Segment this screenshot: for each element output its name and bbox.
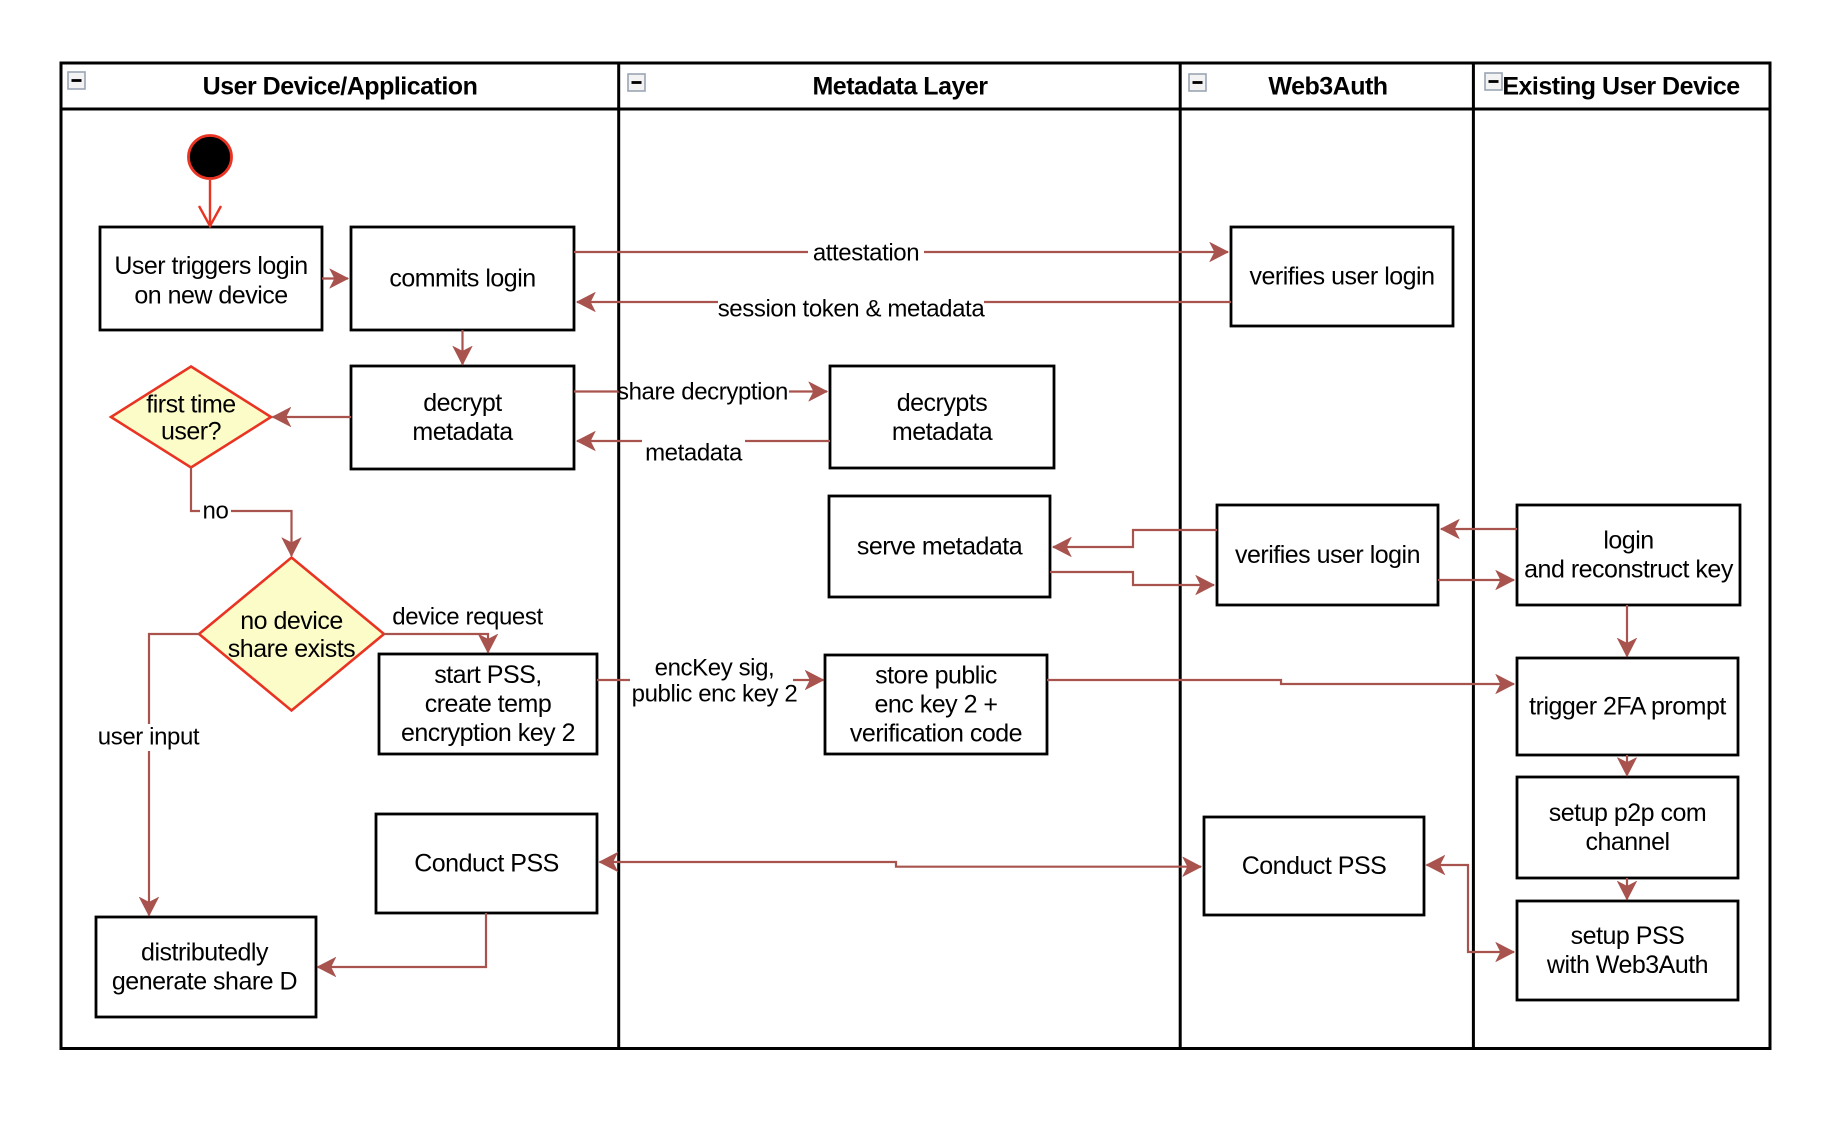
- svg-text:setup PSS: setup PSS: [1571, 922, 1685, 950]
- svg-text:on new device: on new device: [134, 282, 287, 310]
- svg-text:no: no: [203, 498, 229, 525]
- svg-text:attestation: attestation: [813, 239, 919, 266]
- svg-text:setup p2p com: setup p2p com: [1549, 799, 1707, 827]
- svg-text:trigger 2FA prompt: trigger 2FA prompt: [1529, 693, 1726, 721]
- svg-text:verification code: verification code: [850, 720, 1022, 748]
- svg-text:User triggers login: User triggers login: [114, 252, 307, 280]
- svg-text:channel: channel: [1585, 828, 1669, 856]
- svg-text:Existing User Device: Existing User Device: [1502, 73, 1740, 101]
- svg-text:generate share D: generate share D: [112, 968, 297, 996]
- svg-text:login: login: [1603, 527, 1653, 555]
- svg-text:Metadata Layer: Metadata Layer: [812, 73, 988, 101]
- svg-text:distributedly: distributedly: [141, 939, 269, 967]
- svg-text:encryption key 2: encryption key 2: [401, 719, 575, 747]
- svg-text:store public: store public: [875, 662, 997, 690]
- svg-text:encKey sig,: encKey sig,: [655, 655, 775, 682]
- svg-text:serve metadata: serve metadata: [857, 533, 1023, 561]
- svg-text:metadata: metadata: [412, 418, 513, 446]
- svg-text:decrypt: decrypt: [423, 389, 502, 417]
- svg-text:device request: device request: [392, 604, 543, 631]
- svg-text:user input: user input: [98, 724, 200, 751]
- svg-text:decrypts: decrypts: [897, 389, 987, 417]
- svg-text:enc key 2 +: enc key 2 +: [874, 691, 997, 719]
- svg-text:share exists: share exists: [228, 635, 355, 663]
- svg-text:start PSS,: start PSS,: [434, 661, 542, 689]
- svg-text:metadata: metadata: [892, 418, 993, 446]
- svg-text:share decryption: share decryption: [617, 379, 788, 406]
- svg-text:User Device/Application: User Device/Application: [203, 73, 478, 101]
- svg-text:metadata: metadata: [645, 439, 743, 466]
- svg-text:no device: no device: [240, 607, 343, 635]
- svg-text:Conduct PSS: Conduct PSS: [1242, 852, 1387, 880]
- svg-text:Web3Auth: Web3Auth: [1268, 73, 1387, 101]
- svg-text:commits login: commits login: [389, 265, 535, 293]
- svg-text:user?: user?: [161, 418, 221, 446]
- svg-text:verifies user login: verifies user login: [1235, 541, 1420, 569]
- svg-text:verifies user login: verifies user login: [1249, 263, 1434, 291]
- svg-text:create temp: create temp: [425, 690, 552, 718]
- svg-text:public enc key 2: public enc key 2: [632, 681, 798, 708]
- svg-text:Conduct PSS: Conduct PSS: [414, 850, 559, 878]
- svg-text:first time: first time: [146, 391, 235, 419]
- svg-text:session token & metadata: session token & metadata: [718, 296, 986, 323]
- svg-text:with Web3Auth: with Web3Auth: [1546, 951, 1708, 979]
- svg-text:and reconstruct key: and reconstruct key: [1524, 556, 1734, 584]
